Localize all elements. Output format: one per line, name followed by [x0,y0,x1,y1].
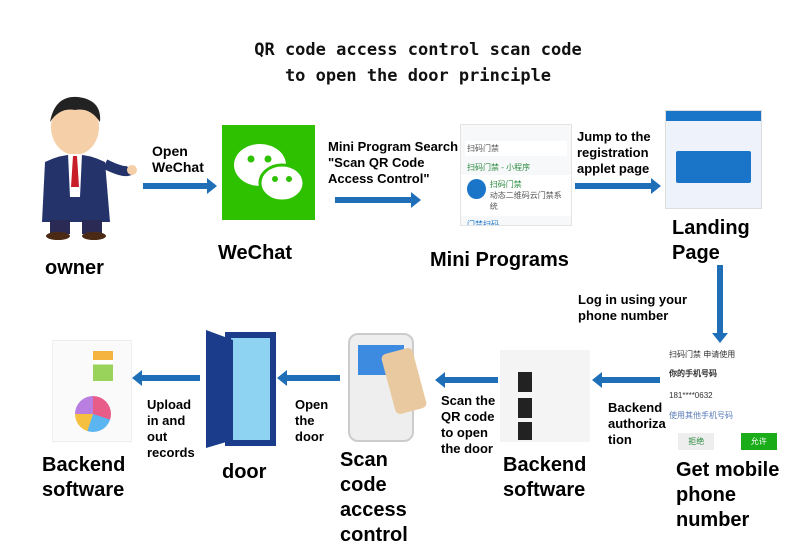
scan-device-label: Scan code access control [340,449,408,546]
auth-header: 扫码门禁 申请使用 [669,350,736,359]
auth-prompt: 你的手机号码 [669,369,717,378]
arrow-right-icon [575,178,661,194]
arrow-down-icon [712,265,728,343]
door-icon [206,330,276,448]
owner-label: owner [45,257,104,279]
mini-programs-screenshot: 扫码门禁 扫码门禁 - 小程序 扫码门禁动态二维码云门禁系统 门禁扫码 [460,124,572,226]
search-note: Mini Program Search "Scan QR Code Access… [328,139,459,186]
app-2: 门禁扫码 [467,220,499,226]
arrow-left-icon [435,372,498,388]
app-logo-icon [467,179,486,199]
open-door-note: Open the door [295,397,329,444]
app-desc: 动态二维码云门禁系统 [489,191,562,211]
reject-button[interactable]: 拒绝 [678,433,715,450]
landing-page-screenshot [665,110,762,209]
login-note: Log in using your phone number [578,292,688,323]
title-line-2: to open the door principle [284,66,552,86]
scan-note: Scan the QR code to open the door [441,393,496,456]
arrow-left-icon [132,370,200,386]
auth-note: Backend authoriza tion [608,400,666,447]
arrow-right-icon [335,192,421,208]
app-name: 扫码门禁 [489,180,522,189]
title-line-1: QR code access control scan code [254,40,582,60]
owner-figure-icon [42,96,137,240]
wechat-label: WeChat [218,242,293,264]
arrow-left-icon [277,370,340,386]
landing-page-label: Landing Page [672,217,750,264]
allow-button[interactable]: 允许 [740,433,777,450]
open-wechat-note: Open WeChat [152,143,204,175]
phone-auth-screenshot: 扫码门禁 申请使用 你的手机号码 181****0632 使用其他手机号码 拒绝… [665,345,790,455]
search-bar: 扫码门禁 [465,141,567,156]
upload-note: Upload in and out records [147,397,195,460]
wechat-logo-icon [222,125,315,220]
get-phone-label: Get mobile phone number [676,459,780,531]
backend-software-2-label: Backend software [42,454,126,501]
other-number-link[interactable]: 使用其他手机号码 [669,411,733,420]
door-label: door [222,461,267,483]
mini-programs-label: Mini Programs [430,249,569,271]
jump-note: Jump to the registration applet page [577,129,651,176]
arrow-left-icon [592,372,660,388]
phone-number: 181****0632 [669,391,713,400]
arrow-right-icon [143,178,217,194]
backend-software-label: Backend software [503,454,587,501]
backend-phones-image [500,350,590,442]
section-title: 扫码门禁 - 小程序 [467,163,531,172]
backend-dashboard-image [52,340,132,442]
